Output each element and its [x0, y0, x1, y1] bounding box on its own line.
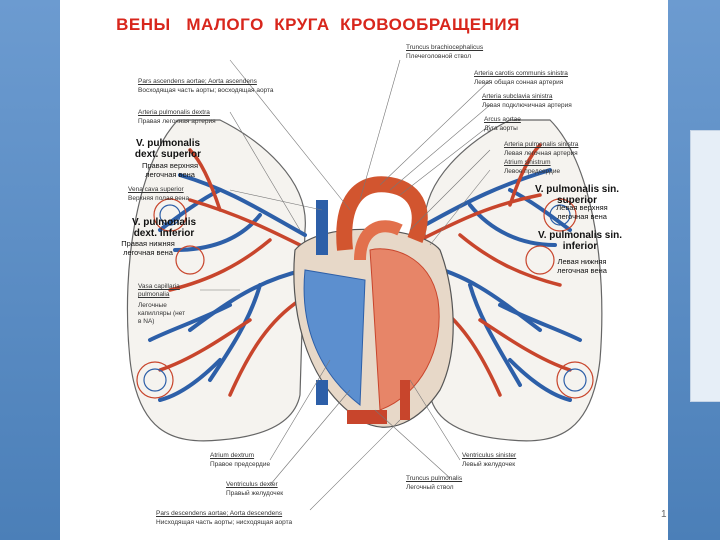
label-pulmonalis-dextra: Arteria pulmonalis dextra [138, 109, 210, 116]
label-carotis: Arteria carotis communis sinistra [474, 70, 568, 77]
lung-heart-illustration [126, 59, 603, 511]
label-vein-dext-inferior-ru: Правая нижняя легочная вена [121, 239, 175, 257]
label-pulmonalis-sinistra-ru: Левая легочная артерия [504, 150, 578, 157]
label-aorta-descendens: Pars descendens aortae; Aorta descendens [156, 510, 283, 517]
label-atrium-dextrum: Atrium dextrum [210, 452, 255, 459]
background-panel [690, 130, 720, 402]
label-vena-cava-superior-ru: Верхняя полая вена [128, 195, 190, 202]
aorta [336, 176, 428, 251]
label-atrium-sinistrum: Atrium sinistrum [504, 159, 551, 166]
label-truncus-pulmonalis: Truncus pulmonalis [406, 475, 463, 482]
label-pulmonalis-dextra-ru: Правая легочная артерия [138, 118, 216, 125]
label-arcus-aortae-ru: Дуга аорты [484, 125, 518, 132]
label-vein-dext-inferior: V. pulmonalis dext. inferior [131, 217, 197, 239]
label-truncus-pulmonalis-ru: Легочный ствол [406, 484, 454, 491]
label-ventriculus-dexter: Ventriculus dexter [226, 481, 278, 488]
background-left-strip [0, 0, 60, 540]
label-vena-cava-superior: Vena cava superior [128, 186, 184, 193]
right-lung [126, 119, 306, 442]
right-ventricle [303, 269, 366, 406]
label-subclavia-ru: Левая подключичная артерия [482, 102, 572, 109]
label-pulmonalis-sinistra: Arteria pulmonalis sinistra [504, 141, 579, 148]
label-atrium-dextrum-ru: Правое предсердие [210, 461, 271, 468]
label-carotis-ru: Левая общая сонная артерия [474, 79, 564, 86]
label-ventriculus-sinister-ru: Левый желудочек [462, 461, 516, 468]
label-vein-sin-superior: V. pulmonalis sin. superior [534, 184, 620, 206]
label-vein-dext-superior-ru: Правая верхняя легочная вена [141, 161, 199, 179]
label-vein-sin-inferior-ru: Левая нижняя легочная вена [557, 257, 607, 275]
slide-title: ВЕНЫ МАЛОГО КРУГА КРОВООБРАЩЕНИЯ [116, 15, 520, 34]
label-arcus-aortae: Arcus aortae [484, 116, 521, 123]
label-ventriculus-sinister: Ventriculus sinister [462, 452, 517, 459]
page-number: 1 [661, 509, 667, 520]
left-ventricle [369, 248, 440, 411]
label-vein-sin-inferior: V. pulmonalis sin. inferior [537, 230, 623, 252]
background-right-strip [668, 0, 720, 540]
label-atrium-sinistrum-ru: Левое предсердие [504, 168, 561, 175]
label-truncus-brachiocephalicus-ru: Плечеголовной ствол [406, 53, 472, 60]
pulmonary-trunk [354, 220, 403, 261]
label-vein-sin-superior-ru: Левая верхняя легочная вена [556, 203, 608, 221]
aorta-base [347, 410, 387, 424]
label-ventriculus-dexter-ru: Правый желудочек [226, 490, 284, 497]
label-aorta-ascendens-ru: Восходящая часть аорты; восходящая аорта [138, 87, 274, 94]
label-vein-dext-superior: V. pulmonalis dext. superior [134, 138, 202, 160]
label-subclavia: Arteria subclavia sinistra [482, 93, 553, 100]
label-vasa-capillaria-ru: Легочные капилляры (нет в NA) [138, 302, 186, 325]
label-truncus-brachiocephalicus: Truncus brachiocephalicus [406, 44, 484, 51]
label-aorta-ascendens: Pars ascendens aortae; Aorta ascendens [138, 78, 257, 85]
label-vasa-capillaria: Vasa capillaria pulmonalia [138, 283, 180, 298]
label-aorta-descendens-ru: Нисходящая часть аорты; нисходящая аорта [156, 519, 293, 526]
